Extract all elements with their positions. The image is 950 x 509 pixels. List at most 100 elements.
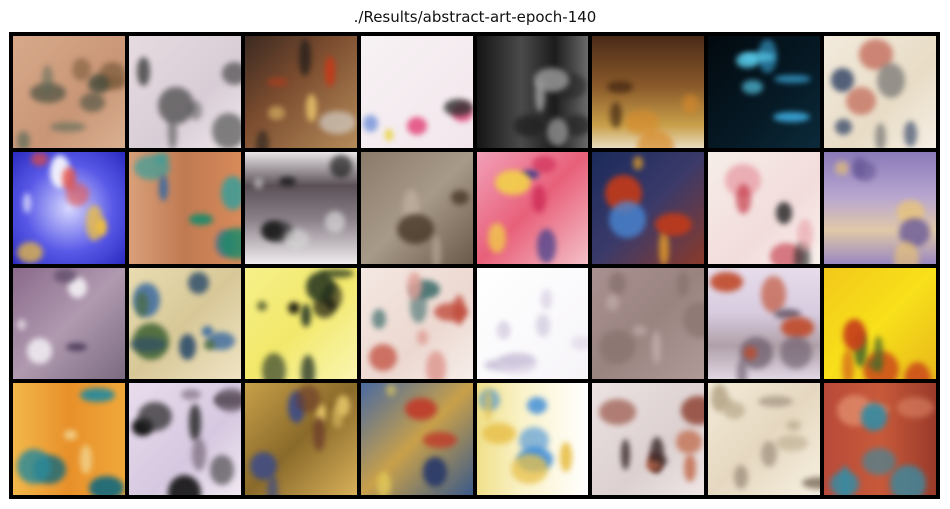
paint-blob bbox=[425, 351, 447, 380]
paint-blob bbox=[218, 227, 241, 260]
paint-blob bbox=[31, 151, 49, 166]
paint-blob bbox=[80, 444, 92, 475]
paint-blob bbox=[845, 86, 876, 115]
paint-blob bbox=[16, 449, 51, 485]
paint-blob bbox=[62, 167, 77, 190]
paint-blob bbox=[261, 352, 286, 380]
paint-blob bbox=[785, 419, 801, 431]
paint-blob bbox=[877, 62, 906, 99]
paint-blob bbox=[531, 155, 556, 173]
generated-image-tile bbox=[824, 151, 936, 264]
paint-blob bbox=[257, 300, 268, 311]
paint-blob bbox=[167, 114, 177, 148]
paint-blob bbox=[332, 405, 344, 428]
paint-blob bbox=[526, 396, 548, 415]
generated-image-tile bbox=[360, 383, 473, 495]
generated-image-tile bbox=[360, 36, 473, 148]
paint-blob bbox=[890, 465, 926, 495]
paint-blob bbox=[135, 292, 149, 318]
paint-blob bbox=[80, 93, 105, 112]
paint-blob bbox=[384, 129, 394, 142]
paint-blob bbox=[860, 403, 888, 432]
paint-blob bbox=[305, 272, 336, 303]
generated-image-tile bbox=[128, 383, 241, 495]
paint-blob bbox=[736, 53, 759, 69]
generated-image-tile bbox=[476, 151, 589, 264]
paint-blob bbox=[675, 430, 702, 454]
paint-blob bbox=[741, 79, 763, 94]
paint-blob bbox=[416, 330, 428, 346]
paint-blob bbox=[903, 121, 918, 147]
paint-blob bbox=[894, 241, 919, 264]
paint-blob bbox=[256, 129, 270, 148]
paint-blob bbox=[201, 326, 214, 337]
paint-blob bbox=[658, 229, 670, 264]
paint-blob bbox=[79, 388, 115, 403]
paint-blob bbox=[363, 114, 378, 133]
paint-blob bbox=[221, 61, 241, 86]
paint-blob bbox=[757, 396, 794, 408]
paint-blob bbox=[743, 346, 758, 360]
generated-image-tile bbox=[244, 267, 357, 380]
paint-blob bbox=[487, 222, 506, 253]
paint-blob bbox=[861, 447, 897, 476]
paint-blob bbox=[422, 431, 458, 449]
paint-blob bbox=[159, 175, 168, 201]
image-grid bbox=[13, 36, 936, 495]
paint-blob bbox=[188, 404, 202, 442]
generated-image-tile bbox=[13, 36, 125, 148]
paint-blob bbox=[261, 221, 283, 241]
paint-blob bbox=[484, 388, 493, 422]
paint-blob bbox=[521, 169, 540, 179]
paint-blob bbox=[444, 99, 473, 116]
paint-blob bbox=[23, 192, 32, 214]
paint-blob bbox=[372, 309, 387, 330]
paint-blob bbox=[299, 39, 311, 76]
paint-blob bbox=[63, 429, 77, 441]
paint-blob bbox=[781, 317, 814, 338]
generated-image-tile bbox=[13, 383, 125, 495]
paint-blob bbox=[279, 176, 296, 187]
paint-blob bbox=[775, 202, 792, 224]
paint-blob bbox=[434, 302, 469, 322]
paint-blob bbox=[834, 118, 852, 135]
paint-blob bbox=[571, 335, 589, 351]
paint-blob bbox=[536, 314, 550, 338]
paint-blob bbox=[632, 155, 643, 170]
paint-blob bbox=[72, 57, 92, 81]
paint-blob bbox=[26, 337, 53, 364]
paint-blob bbox=[129, 337, 166, 352]
paint-blob bbox=[560, 441, 573, 472]
paint-blob bbox=[563, 115, 589, 136]
paint-blob bbox=[404, 397, 437, 420]
paint-blob bbox=[266, 77, 288, 86]
paint-blob bbox=[772, 112, 811, 123]
paint-blob bbox=[680, 396, 705, 426]
paint-blob bbox=[776, 434, 808, 451]
generated-image-tile bbox=[476, 383, 589, 495]
paint-blob bbox=[683, 302, 705, 338]
paint-blob bbox=[736, 359, 748, 380]
paint-blob bbox=[178, 334, 196, 361]
generated-image-tile bbox=[128, 267, 241, 380]
paint-blob bbox=[215, 388, 241, 412]
paint-blob bbox=[41, 64, 53, 95]
paint-blob bbox=[733, 465, 749, 490]
paint-blob bbox=[652, 331, 661, 365]
paint-blob bbox=[318, 269, 355, 279]
paint-blob bbox=[168, 475, 202, 495]
paint-blob bbox=[598, 330, 635, 365]
generated-image-tile bbox=[592, 267, 705, 380]
paint-blob bbox=[422, 457, 448, 487]
paint-blob bbox=[735, 183, 752, 215]
generated-image-tile bbox=[824, 267, 936, 380]
paint-blob bbox=[802, 476, 821, 490]
generated-image-tile bbox=[708, 383, 821, 495]
paint-blob bbox=[903, 362, 932, 380]
paint-blob bbox=[306, 93, 318, 122]
paint-blob bbox=[136, 56, 151, 86]
paint-blob bbox=[720, 396, 733, 408]
paint-blob bbox=[204, 339, 215, 350]
paint-blob bbox=[481, 422, 516, 444]
paint-blob bbox=[16, 130, 31, 148]
